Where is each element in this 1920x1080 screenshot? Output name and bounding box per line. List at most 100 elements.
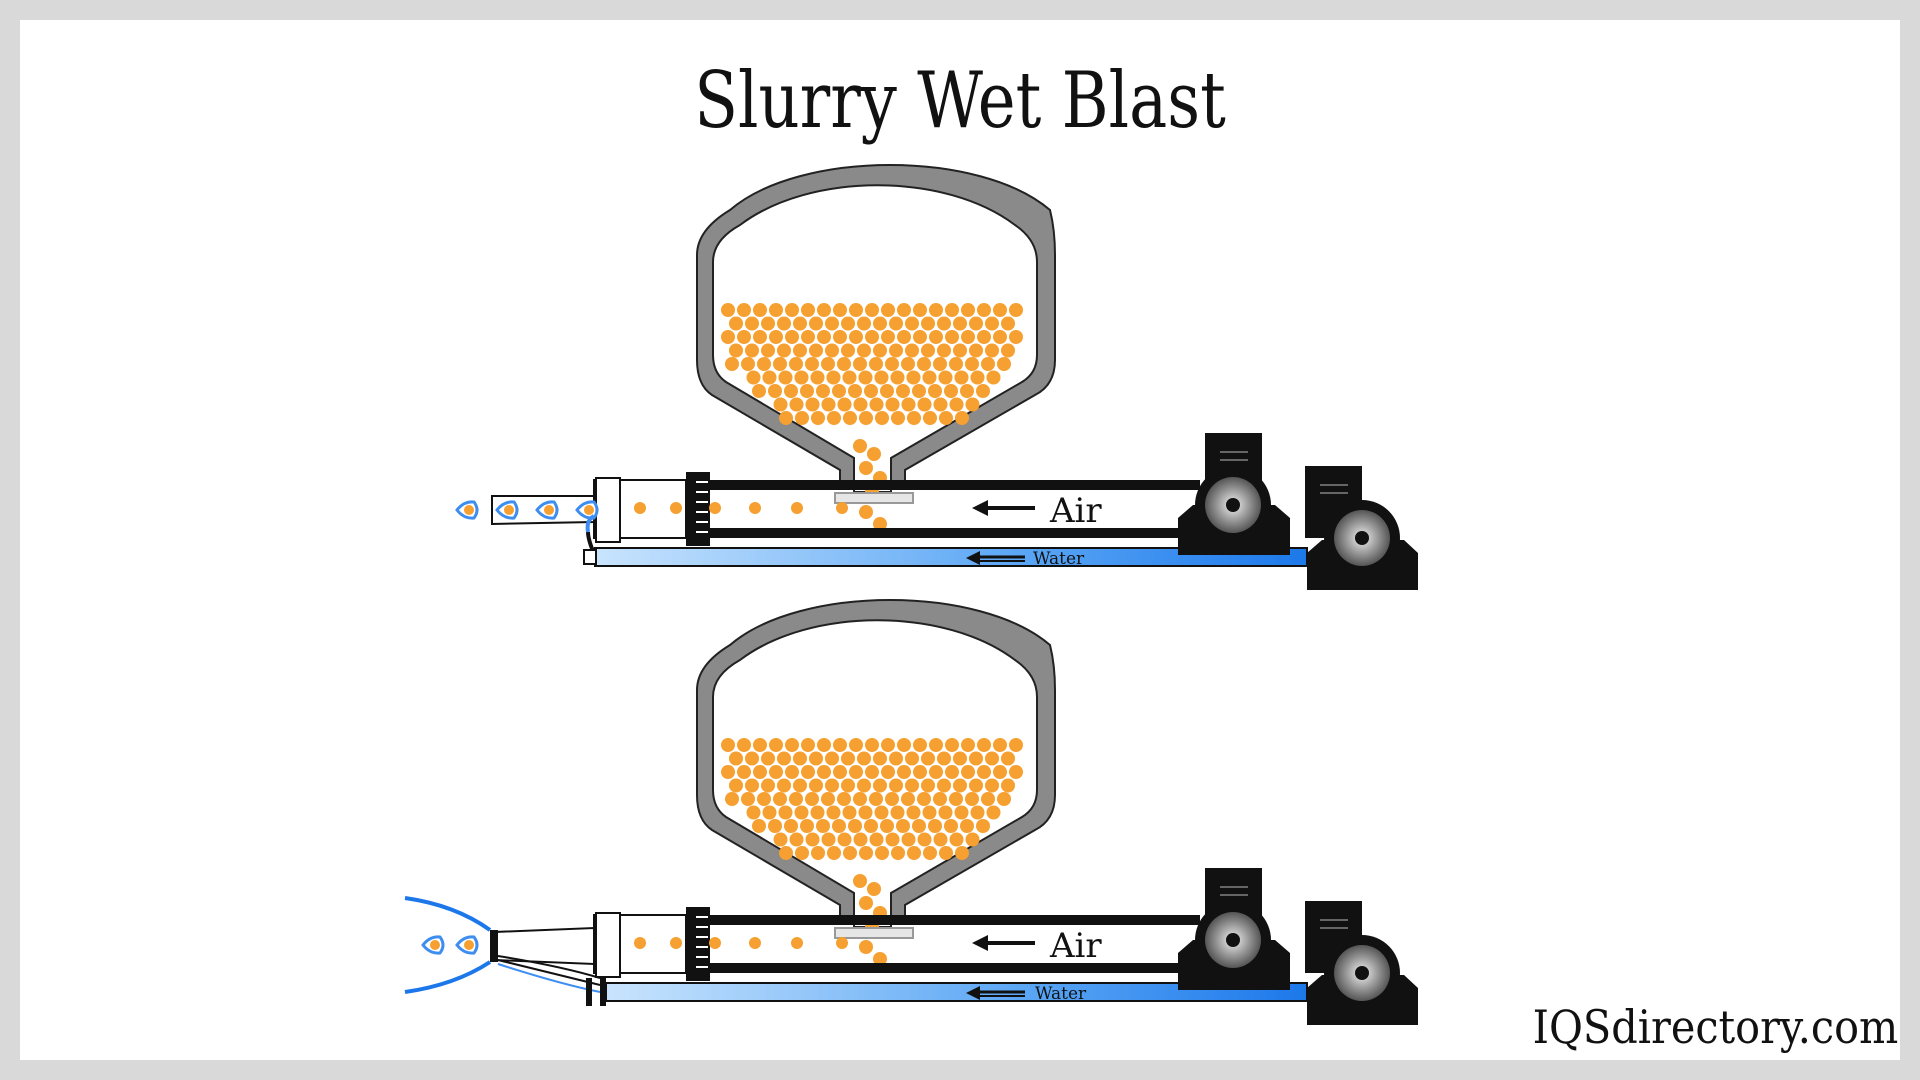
media-particle <box>865 330 879 344</box>
media-particle <box>809 316 823 331</box>
abrasive-media <box>721 303 1023 425</box>
media-particle <box>430 940 440 950</box>
media-particle <box>809 751 823 766</box>
media-particle <box>801 765 815 779</box>
media-particle <box>816 384 830 398</box>
water-pump-icon <box>1305 466 1418 590</box>
media-particle <box>746 370 761 385</box>
media-particle <box>901 397 916 412</box>
media-in-air-line <box>634 502 848 514</box>
media-particle <box>745 778 759 793</box>
media-particle <box>881 330 895 344</box>
media-particle <box>929 738 943 752</box>
media-particle <box>801 303 815 317</box>
media-particle <box>922 370 937 385</box>
media-particle <box>997 792 1011 806</box>
media-particle <box>821 357 835 371</box>
media-particle <box>584 505 594 515</box>
media-particle <box>880 384 894 398</box>
media-particle <box>721 765 735 779</box>
air-label: Air <box>1049 926 1102 966</box>
media-particle <box>827 411 841 425</box>
media-particle <box>768 384 782 398</box>
media-particle <box>833 330 847 344</box>
media-particle <box>954 370 969 385</box>
media-particle <box>757 357 771 371</box>
metering-valve <box>834 927 914 939</box>
media-particle <box>896 819 910 833</box>
media-particle <box>801 330 815 344</box>
media-particle <box>725 357 739 371</box>
media-particle <box>897 303 911 317</box>
media-particle <box>843 411 857 425</box>
media-particle <box>986 370 1001 385</box>
arrow-left-icon <box>966 986 1025 1000</box>
media-particle <box>833 738 847 752</box>
media-particle <box>544 505 554 515</box>
media-particle <box>773 832 788 847</box>
media-particle <box>826 370 841 385</box>
media-particle <box>873 952 887 966</box>
media-particle <box>777 316 791 331</box>
air-compressor-icon <box>1178 868 1290 990</box>
media-particle <box>1001 751 1015 766</box>
media-particle <box>745 751 759 766</box>
media-particle <box>837 832 852 847</box>
media-particle <box>791 502 803 514</box>
media-particle <box>859 411 873 425</box>
media-particle <box>961 765 975 779</box>
media-particle <box>1009 738 1023 752</box>
water-label: Water <box>1033 549 1085 569</box>
media-particle <box>793 316 807 331</box>
media-particle <box>944 819 958 833</box>
media-particle <box>944 384 958 398</box>
media-particle <box>729 778 743 793</box>
media-particle <box>1009 303 1023 317</box>
media-particle <box>761 778 775 793</box>
media-particle <box>737 738 751 752</box>
media-in-air-line <box>634 937 848 949</box>
media-particle <box>800 384 814 398</box>
media-particle <box>929 765 943 779</box>
media-particle <box>867 447 881 461</box>
media-particle <box>741 792 755 806</box>
media-particle <box>794 805 809 820</box>
media-particle <box>741 357 755 371</box>
media-particle <box>785 765 799 779</box>
media-particle <box>960 819 974 833</box>
media-particle <box>865 765 879 779</box>
media-particle <box>993 765 1007 779</box>
media-particle <box>869 832 884 847</box>
media-particle <box>773 357 787 371</box>
media-particle <box>923 846 937 860</box>
media-particle <box>836 502 848 514</box>
arrow-left-icon <box>972 935 1035 951</box>
media-particle <box>1001 343 1015 358</box>
media-particle <box>933 397 948 412</box>
media-particle <box>865 738 879 752</box>
media-particle <box>811 411 825 425</box>
water-label: Water <box>1035 984 1087 1004</box>
media-particle <box>709 502 721 514</box>
media-particle <box>837 357 851 371</box>
media-particle <box>906 805 921 820</box>
media-particle <box>913 738 927 752</box>
media-particle <box>821 397 836 412</box>
media-particle <box>928 819 942 833</box>
media-particle <box>800 819 814 833</box>
media-particle <box>906 370 921 385</box>
media-particle <box>670 937 682 949</box>
media-particle <box>761 316 775 331</box>
media-particle <box>865 303 879 317</box>
media-particle <box>864 384 878 398</box>
media-particle <box>753 303 767 317</box>
media-particle <box>949 357 963 371</box>
media-particle <box>858 805 873 820</box>
media-particle <box>897 738 911 752</box>
media-particle <box>928 384 942 398</box>
media-particle <box>869 792 883 806</box>
media-particle <box>745 316 759 331</box>
media-particle <box>853 357 867 371</box>
media-particle <box>779 846 793 860</box>
